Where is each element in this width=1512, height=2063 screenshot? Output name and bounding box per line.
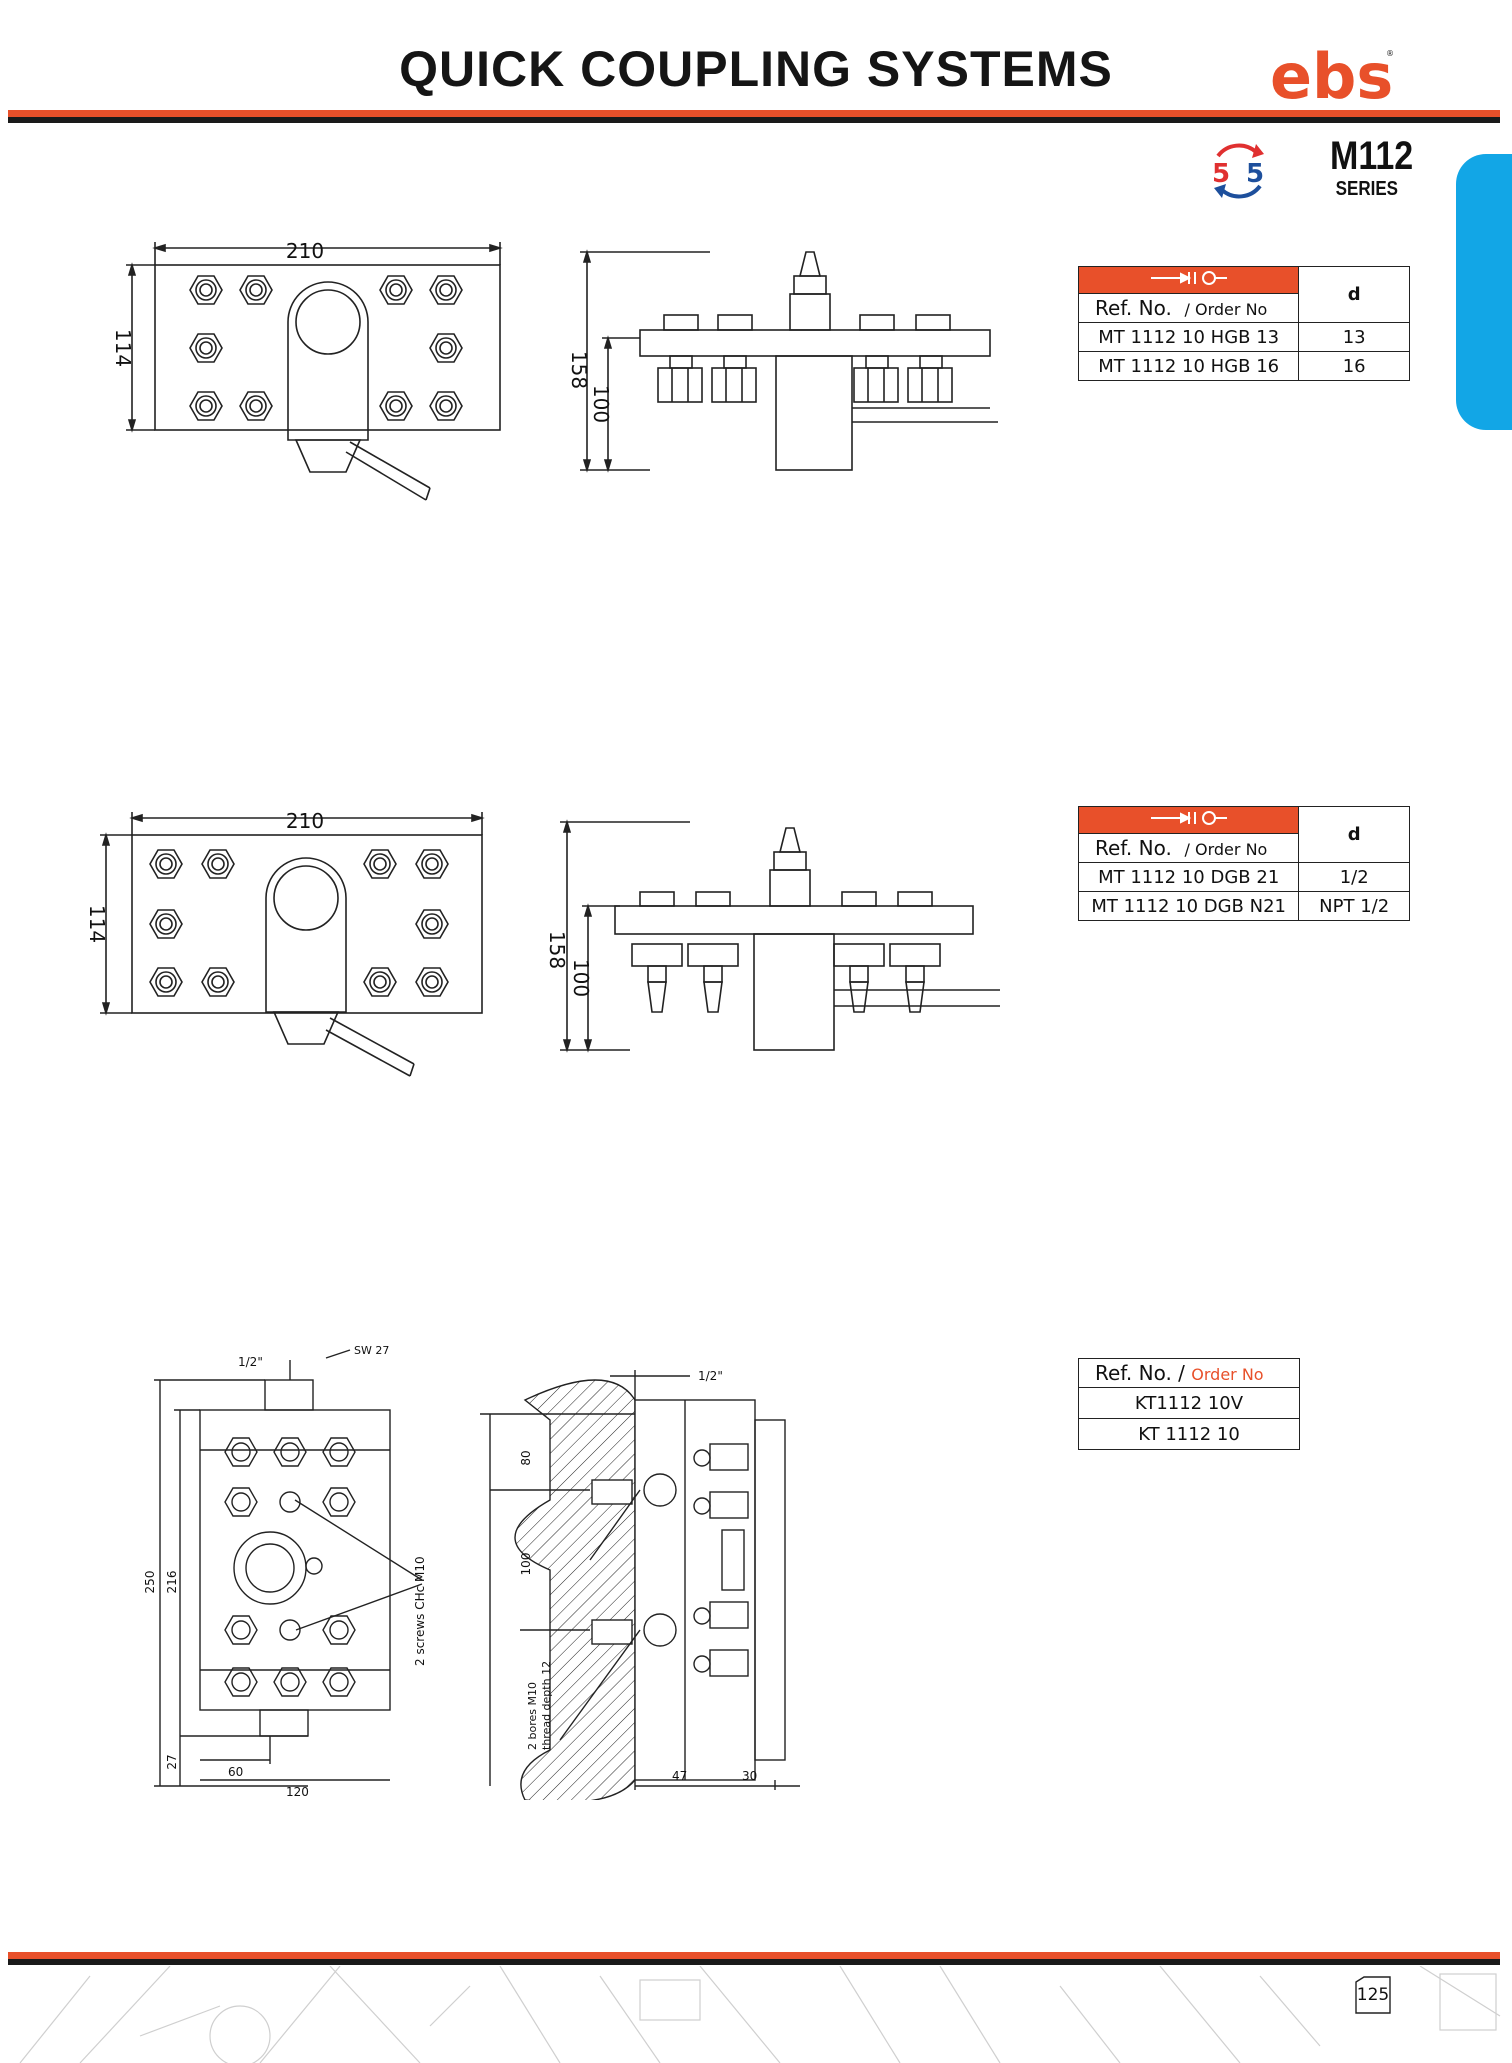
- d-cell: 13: [1298, 322, 1410, 352]
- table-row: MT 1112 10 HGB 13 13: [1077, 322, 1410, 352]
- page-icon: [1355, 1976, 1391, 2014]
- d-header: d: [1298, 266, 1410, 323]
- footer-rule-black: [8, 1959, 1500, 1965]
- dim-width: 210: [286, 239, 324, 263]
- page-title: QUICK COUPLING SYSTEMS: [399, 41, 1113, 97]
- footer-pattern: [19, 1966, 1501, 2063]
- dim-sw: SW 27: [354, 1344, 389, 1357]
- dim-half-w: 60: [228, 1765, 243, 1779]
- d-cell: 1/2: [1298, 862, 1410, 892]
- dim-side-height: 158: [567, 351, 591, 389]
- dim-side-inner: 100: [569, 959, 593, 997]
- coupling-symbol-icon: [1077, 266, 1300, 294]
- d-cell: 16: [1298, 351, 1410, 381]
- ref-header: Ref. No. / Order No: [1077, 833, 1300, 863]
- ebs-logo: ebs ®: [1270, 42, 1394, 112]
- ref-cell: MT 1112 10 HGB 16: [1077, 351, 1300, 381]
- side-tab: [1456, 154, 1512, 430]
- dim-height: 114: [111, 329, 135, 367]
- series-subtitle: SERIES: [1335, 178, 1398, 200]
- dim-side-thread: 1/2": [698, 1369, 723, 1383]
- dim-side-30: 30: [742, 1769, 757, 1783]
- dim-side-100: 100: [519, 1553, 533, 1576]
- badge-right: 5: [1246, 159, 1264, 189]
- ref-header: Ref. No. / Order No: [1077, 293, 1300, 323]
- drawing-section-1: 210 114 158 100: [111, 239, 998, 501]
- table-row: KT1112 10V: [1078, 1387, 1300, 1419]
- dim-bottom-h: 27: [165, 1754, 179, 1769]
- ref-cell: MT 1112 10 DGB N21: [1077, 891, 1300, 921]
- page-number: 125: [1354, 1976, 1392, 2014]
- dim-bores-2: thread depth 12: [540, 1661, 553, 1750]
- dim-width: 210: [286, 809, 324, 833]
- dim-side-80: 80: [519, 1450, 533, 1465]
- ref-cell: MT 1112 10 DGB 21: [1077, 862, 1300, 892]
- sync-arrows-icon: 5 5: [1212, 143, 1264, 199]
- table-row: MT 1112 10 DGB N21 NPT 1/2: [1077, 891, 1410, 921]
- logo-text: ebs: [1270, 42, 1393, 112]
- table-row: KT 1112 10: [1078, 1418, 1300, 1450]
- dim-height: 114: [90, 905, 109, 943]
- badge-left: 5: [1212, 159, 1230, 189]
- coupling-symbol-icon: [1077, 806, 1300, 834]
- dim-screws: 2 screws CHc M10: [413, 1556, 427, 1666]
- dim-inner-h: 216: [165, 1571, 179, 1594]
- ref-cell: KT1112 10V: [1078, 1387, 1300, 1419]
- header-rule-black: [8, 117, 1500, 123]
- ref-cell: MT 1112 10 HGB 13: [1077, 322, 1300, 352]
- table-row: MT 1112 10 HGB 16 16: [1077, 351, 1410, 381]
- dim-total-h: 250: [143, 1571, 157, 1594]
- spec-table-2: d Ref. No. / Order No MT 1112 10 DGB 21 …: [1077, 806, 1410, 921]
- page-number-text: 125: [1356, 1985, 1390, 2005]
- dim-side-47: 47: [672, 1769, 687, 1783]
- dim-side-height: 158: [545, 931, 569, 969]
- spec-table-3: Ref. No. / Order No KT1112 10V KT 1112 1…: [1078, 1358, 1300, 1450]
- ref-cell: KT 1112 10: [1078, 1418, 1300, 1450]
- dim-side-inner: 100: [589, 385, 613, 423]
- series-name: M112: [1330, 134, 1414, 178]
- table-row: MT 1112 10 DGB 21 1/2: [1077, 862, 1410, 892]
- drawing-section-2: 210 114 158 100: [90, 809, 1000, 1077]
- d-cell: NPT 1/2: [1298, 891, 1410, 921]
- dim-total-w: 120: [286, 1785, 309, 1799]
- header-rule-orange: [8, 110, 1500, 117]
- footer-rule-orange: [8, 1952, 1500, 1959]
- dim-thread-top: 1/2": [238, 1355, 263, 1369]
- d-header: d: [1298, 806, 1410, 863]
- dim-bores-1: 2 bores M10: [526, 1682, 539, 1750]
- spec-table-1: d Ref. No. / Order No MT 1112 10 HGB 13 …: [1077, 266, 1410, 381]
- drawing-section-3: 1/2" SW 27 250 216 27 60 120 2 screws CH…: [143, 1344, 800, 1800]
- ref-header: Ref. No. / Order No: [1078, 1358, 1300, 1388]
- svg-text:®: ®: [1386, 49, 1394, 58]
